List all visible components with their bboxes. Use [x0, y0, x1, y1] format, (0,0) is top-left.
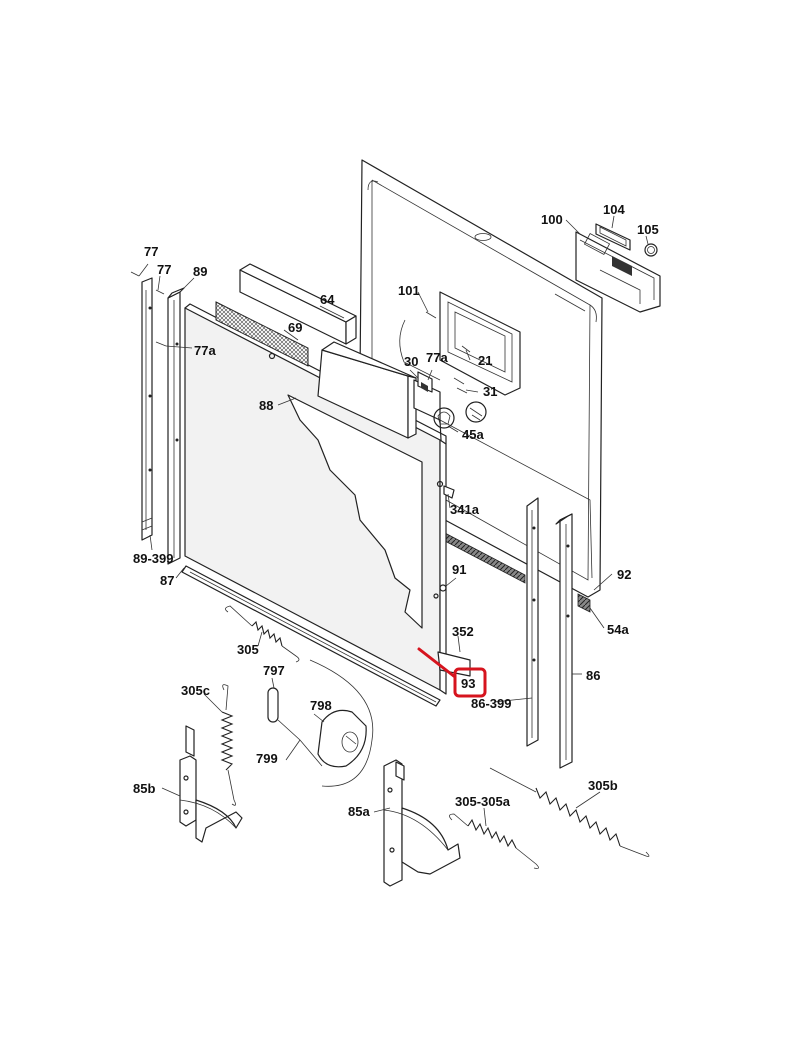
insulation-block — [239, 263, 357, 345]
spring-305 — [225, 605, 300, 663]
hinge-bracket-85a — [383, 759, 461, 887]
callout-21: 21 — [478, 353, 492, 368]
callout-92: 92 — [617, 567, 631, 582]
callout-85a: 85a — [348, 804, 370, 819]
left-side-trim — [130, 271, 185, 565]
callout-69: 69 — [288, 320, 302, 335]
callout-31: 31 — [483, 384, 497, 399]
control-panel-top — [317, 341, 417, 439]
dispenser-module — [575, 223, 661, 313]
callout-labels: 77 77 89 64 69 77a 88 89-399 87 101 30 7… — [133, 202, 659, 819]
callout-91: 91 — [452, 562, 466, 577]
inner-door-panel — [359, 159, 603, 598]
callout-352: 352 — [452, 624, 474, 639]
screw-341a — [443, 485, 455, 499]
callout-104: 104 — [603, 202, 625, 217]
right-side-trim — [526, 497, 591, 769]
part-93-highlight — [417, 647, 487, 698]
callout-87: 87 — [160, 573, 174, 588]
callout-85b: 85b — [133, 781, 155, 796]
bottom-edge-strip — [181, 565, 441, 707]
bolt-91 — [439, 584, 447, 592]
spring-305-305a — [449, 813, 539, 869]
hinge-bracket-85b — [179, 725, 243, 843]
callout-77a-mid: 77a — [426, 350, 448, 365]
callout-798: 798 — [310, 698, 332, 713]
callout-86: 86 — [586, 668, 600, 683]
callout-305b: 305b — [588, 778, 618, 793]
callout-93: 93 — [461, 676, 475, 691]
latch-assembly — [413, 311, 487, 429]
spring-305c — [220, 684, 236, 806]
callout-101: 101 — [398, 283, 420, 298]
vent-grille — [215, 301, 309, 367]
callout-86-399: 86-399 — [471, 696, 511, 711]
callout-89-399: 89-399 — [133, 551, 173, 566]
callout-100: 100 — [541, 212, 563, 227]
callout-30: 30 — [404, 354, 418, 369]
leader-lines — [138, 215, 649, 827]
callout-77-top: 77 — [144, 244, 158, 259]
cable-pulley-assembly — [267, 659, 374, 787]
callout-77a-left: 77a — [194, 343, 216, 358]
callout-341a: 341a — [450, 502, 480, 517]
callout-305-305a: 305-305a — [455, 794, 511, 809]
callout-88: 88 — [259, 398, 273, 413]
callout-89: 89 — [193, 264, 207, 279]
callout-305c: 305c — [181, 683, 210, 698]
spring-305b — [489, 767, 650, 857]
callout-64: 64 — [320, 292, 335, 307]
callout-305: 305 — [237, 642, 259, 657]
callout-799: 799 — [256, 751, 278, 766]
callout-77-second: 77 — [157, 262, 171, 277]
callout-105: 105 — [637, 222, 659, 237]
callout-45a: 45a — [462, 427, 484, 442]
callout-54a: 54a — [607, 622, 629, 637]
callout-797: 797 — [263, 663, 285, 678]
